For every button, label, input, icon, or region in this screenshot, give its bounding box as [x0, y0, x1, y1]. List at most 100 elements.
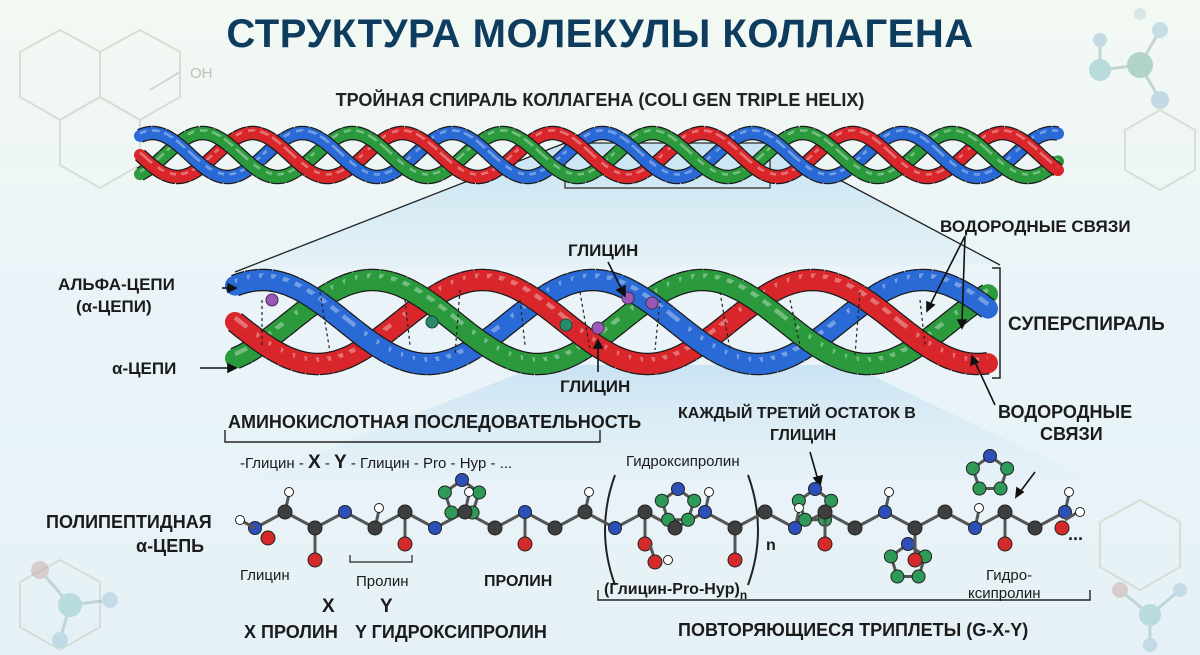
terminal-hydrogen	[235, 515, 245, 525]
carbonyl-oxygen	[307, 552, 323, 568]
mid-strand-green-highlight	[234, 346, 249, 357]
annotation-arrows	[200, 235, 1036, 499]
label-hydrogen-bonds-bottom-2: СВЯЗИ	[1040, 424, 1103, 444]
triplets-bracket	[597, 590, 1091, 601]
hydroxyl-oxygen	[647, 554, 663, 570]
top-strand-green	[974, 140, 998, 163]
terminal-oxygen	[260, 530, 276, 546]
background-hexagons	[19, 28, 1196, 652]
proline-ring-3-atom	[1000, 461, 1015, 476]
backbone-atom	[907, 520, 923, 536]
middle-triple-helix	[225, 268, 998, 376]
repeat-paren-right	[747, 474, 759, 586]
mid-strand-green	[765, 304, 797, 334]
backbone-atom	[367, 520, 383, 536]
label-alpha-chains: АЛЬФА-ЦЕПИ	[58, 275, 175, 294]
mid-strand-red	[225, 312, 257, 342]
backbone-atom	[457, 504, 473, 520]
chain-ellipsis: ...	[1068, 524, 1083, 544]
hydrogen-atom	[284, 487, 294, 497]
label-hydroxyproline-right: Гидро-	[986, 567, 1032, 584]
hydroxyproline-ring-2-atom	[808, 482, 822, 496]
decor-molecule-bottom-right	[1112, 582, 1187, 652]
backbone-atom	[667, 520, 683, 536]
top-strand-green-highlight	[835, 147, 849, 161]
proline-ring-3-atom	[983, 449, 997, 463]
top-strand-red	[578, 143, 602, 167]
backbone-atom	[608, 521, 622, 535]
mid-strand-blue-highlight	[977, 295, 990, 306]
hydrogen-atom	[884, 487, 894, 497]
label-glycine-bottom: ГЛИЦИН	[560, 377, 630, 396]
top-strand-green	[830, 145, 854, 169]
carbonyl-oxygen	[997, 536, 1013, 552]
backbone-atom	[338, 505, 352, 519]
top-strand-blue	[782, 147, 806, 170]
hydrogen-atom	[794, 503, 804, 513]
carbonyl-oxygen	[907, 552, 923, 568]
label-glycine-top: ГЛИЦИН	[568, 241, 638, 260]
mid-strand-red-highlight	[893, 315, 909, 329]
oh-label: OH	[190, 65, 213, 82]
label-aa-sequence: АМИНОКИСЛОТНАЯ ПОСЛЕДОВАТЕЛЬНОСТЬ	[228, 412, 641, 432]
mid-strand-green-highlight	[773, 307, 789, 321]
label-every-third-2: ГЛИЦИН	[770, 427, 836, 444]
label-hydrogen-bonds-bottom: ВОДОРОДНЫЕ	[998, 402, 1132, 422]
top-strand-green-highlight	[979, 142, 993, 156]
top-strand-blue-highlight	[1051, 129, 1059, 133]
hydroxyproline-ring-1-atom	[671, 482, 685, 496]
backbone-atom	[487, 520, 503, 536]
hydrogen-atom	[584, 487, 594, 497]
triple-helix-subtitle: ТРОЙНАЯ СПИРАЛЬ КОЛЛАГЕНА (COLI GEN TRIP…	[335, 90, 865, 110]
backbone-atom	[878, 505, 892, 519]
label-alpha-chain: α-ЦЕПЬ	[136, 536, 204, 556]
hydroxyproline-ring-2-atom	[824, 493, 839, 508]
label-proline-caps: ПРОЛИН	[484, 573, 552, 590]
sequence-bracket	[224, 430, 601, 443]
label-hydrogen-bonds-top: ВОДОРОДНЫЕ СВЯЗИ	[940, 217, 1131, 236]
mid-strand-blue-highlight	[341, 314, 357, 328]
top-strand-blue	[482, 147, 506, 170]
mid-strand-blue	[333, 310, 365, 340]
backbone-atom	[698, 505, 712, 519]
label-superhelix: СУПЕРСПИРАЛЬ	[1008, 314, 1165, 335]
mid-strand-green	[225, 342, 257, 369]
top-triple-helix	[134, 125, 1064, 185]
backbone-atom	[968, 521, 982, 535]
mid-strand-blue	[969, 292, 998, 319]
backbone-atom	[637, 504, 653, 520]
top-strand-green-highlight	[679, 142, 693, 156]
zoom-funnel-bottom	[250, 365, 1090, 480]
label-hydroxyproline-right-2: ксипролин	[968, 585, 1041, 602]
backbone-atom	[727, 520, 743, 536]
proline-ring-1-atom	[444, 505, 459, 520]
top-strand-red	[434, 149, 458, 172]
proline-ring-1-atom	[472, 485, 487, 500]
hydrogen-atom	[974, 503, 984, 513]
label-y-hydroxyproline: Y ГИДРОКСИПРОЛИН	[355, 622, 547, 642]
label-x: X	[322, 596, 335, 617]
top-strand-green	[374, 140, 398, 163]
label-y: Y	[380, 596, 393, 617]
backbone-atom	[997, 504, 1013, 520]
top-strand-red-highlight	[439, 151, 453, 165]
hydroxyproline-ring-1-atom	[687, 493, 702, 508]
proline-ring-2-atom	[883, 549, 898, 564]
top-strand-blue-highlight	[787, 149, 801, 163]
label-glycine-small: Глицин	[240, 567, 290, 584]
proline-ring-2-atom	[890, 569, 905, 584]
proline-ring-1-atom	[437, 485, 452, 500]
top-strand-blue	[1046, 127, 1064, 140]
carbonyl-oxygen	[517, 536, 533, 552]
hydrogen-bond-dashes	[261, 289, 926, 356]
carbonyl-oxygen	[637, 536, 653, 552]
repeat-paren-left	[604, 474, 616, 586]
proline-ring-3-atom	[972, 481, 987, 496]
hydrogen-atom	[464, 487, 474, 497]
label-proline-small: Пролин	[356, 573, 409, 590]
top-strand-green-highlight	[535, 147, 549, 161]
decor-molecule-bottom-left	[31, 561, 118, 648]
backbone-atom	[937, 504, 953, 520]
top-strand-blue	[326, 141, 350, 165]
